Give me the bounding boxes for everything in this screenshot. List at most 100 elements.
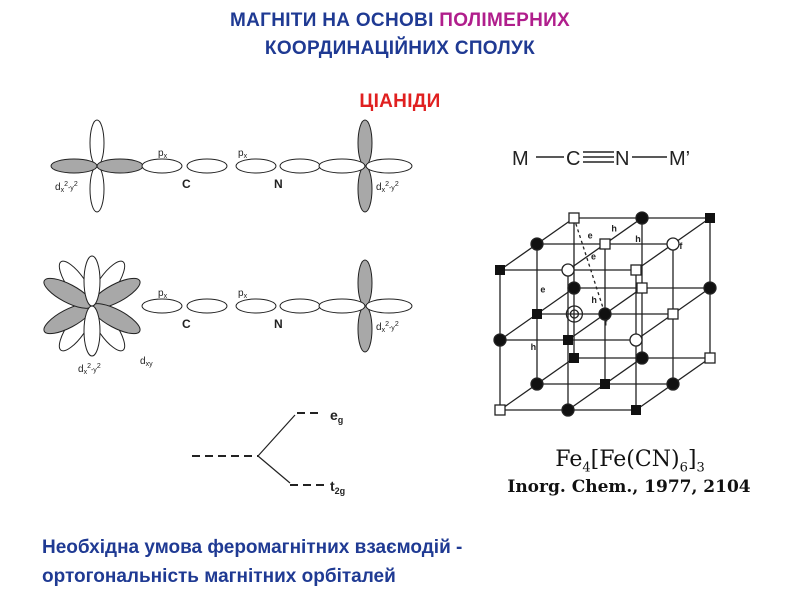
orbital-row-2 xyxy=(43,255,413,357)
conclusion-line-1: Необхідна умова феромагнітних взаємодій … xyxy=(42,537,463,558)
p-label: px xyxy=(158,288,168,300)
d-lobe xyxy=(83,305,101,357)
lattice-letter-label: h xyxy=(591,295,597,305)
title-part-2: ПОЛІМЕРНИХ xyxy=(439,10,571,31)
d-lobe xyxy=(365,158,413,174)
t2g-label: t2g xyxy=(330,478,345,496)
metal-2-label: M’ xyxy=(669,148,690,170)
orbital-row-2-labels: px px C N dx2-y2 dxy dx2-y2 xyxy=(78,288,399,376)
d-lobe xyxy=(96,158,144,174)
formula-part: [Fe(CN) xyxy=(590,447,680,472)
d-lobe xyxy=(357,119,373,167)
orbital-row-1 xyxy=(50,119,413,213)
lattice-node-filled-square xyxy=(563,335,573,345)
atom-n-label: N xyxy=(274,317,283,331)
lattice-node-filled-circle xyxy=(598,307,612,321)
bond-scheme: M C N M’ xyxy=(512,148,690,170)
lattice-node-filled-circle xyxy=(561,403,575,417)
p-label: px xyxy=(238,288,248,300)
lattice-node-open-circle xyxy=(561,263,575,277)
formula-part: Fe xyxy=(555,447,583,472)
lattice-letter-label: e xyxy=(540,285,545,295)
d-lobe xyxy=(365,298,413,314)
d-lobe xyxy=(357,305,373,353)
d-lobe xyxy=(357,259,373,307)
lattice-letter-label: f xyxy=(679,241,683,251)
split-line xyxy=(257,455,291,484)
subtitle: ЦІАНІДИ xyxy=(359,91,441,112)
energy-labels: eg t2g xyxy=(330,407,345,496)
p-lobe xyxy=(279,158,321,174)
literature-reference: Inorg. Chem., 1977, 2104 xyxy=(507,477,751,497)
lattice-node-square xyxy=(667,308,679,320)
d-lobe xyxy=(89,119,105,167)
dx2y2-label: dx2-y2 xyxy=(78,363,101,376)
lattice-node-square xyxy=(568,212,580,224)
p-label: px xyxy=(158,148,168,160)
formula-part: ] xyxy=(687,447,697,472)
lattice-node-filled-circle xyxy=(567,281,581,295)
title-line-1: МАГНІТИ НА ОСНОВІ ПОЛІМЕРНИХ xyxy=(0,10,800,32)
dx2y2-label: dx2-y2 xyxy=(376,181,399,194)
lattice-node-filled-square xyxy=(631,405,641,415)
p-lobe xyxy=(235,158,277,174)
dx2y2-label: dx2-y2 xyxy=(55,181,78,194)
d-lobe xyxy=(357,165,373,213)
lattice-node-filled-circle xyxy=(635,351,649,365)
formula-subscript: 4 xyxy=(582,460,591,476)
atom-n-label: N xyxy=(274,177,283,191)
lattice-node-filled-square xyxy=(569,353,579,363)
title-part-1: МАГНІТИ НА ОСНОВІ xyxy=(229,10,440,31)
lattice-letter-label: e xyxy=(588,231,593,241)
lattice-node-filled-square xyxy=(705,213,715,223)
split-line xyxy=(257,414,296,457)
lattice-node-filled-circle xyxy=(493,333,507,347)
lattice-node-open-circle xyxy=(666,237,680,251)
lattice-node-square xyxy=(636,282,648,294)
orbital-row-1-labels: px px C N dx2-y2 dx2-y2 xyxy=(55,148,399,194)
energy-diagram xyxy=(192,412,325,486)
d-lobe xyxy=(83,255,101,307)
p-label: px xyxy=(238,148,248,160)
formula-subscript: 6 xyxy=(679,460,688,476)
conclusion-line-2: ортогональність магнітних орбіталей xyxy=(42,566,396,587)
vacancy-marker xyxy=(565,305,584,323)
lattice-node-square xyxy=(494,404,506,416)
p-lobe xyxy=(141,298,183,314)
formula-subscript: 3 xyxy=(696,460,705,476)
lattice-letter-label: h xyxy=(531,342,537,352)
lattice-letter-label: e xyxy=(591,252,596,262)
lattice-letter-label: f xyxy=(604,318,608,328)
p-lobe xyxy=(186,158,228,174)
p-lobe xyxy=(235,298,277,314)
lattice-node-square xyxy=(630,264,642,276)
lattice-node-filled-circle xyxy=(635,211,649,225)
lattice-node-filled-circle xyxy=(530,237,544,251)
p-lobe xyxy=(279,298,321,314)
p-lobe xyxy=(141,158,183,174)
d-lobe xyxy=(89,165,105,213)
lattice-node-open-circle xyxy=(629,333,643,347)
lattice-node-filled-square xyxy=(532,309,542,319)
metal-1-label: M xyxy=(512,148,529,170)
lattice-letter-label: h xyxy=(635,234,641,244)
lattice-node-filled-square xyxy=(495,265,505,275)
carbon-label: C xyxy=(566,148,580,170)
lattice-node-filled-square xyxy=(600,379,610,389)
atom-c-label: C xyxy=(182,177,191,191)
dxy-label: dxy xyxy=(140,356,153,368)
lattice-node-square xyxy=(599,238,611,250)
lattice-node-filled-circle xyxy=(530,377,544,391)
lattice-edge xyxy=(573,217,606,315)
compound-formula: Fe4[Fe(CN)6]3 xyxy=(500,447,760,475)
d-lobe xyxy=(318,158,366,174)
vacancy-marker xyxy=(569,309,580,319)
atom-c-label: C xyxy=(182,317,191,331)
d-lobe xyxy=(318,298,366,314)
lattice-node-filled-circle xyxy=(703,281,717,295)
nitrogen-label: N xyxy=(615,148,629,170)
lattice-node-square xyxy=(704,352,716,364)
eg-label: eg xyxy=(330,407,343,425)
